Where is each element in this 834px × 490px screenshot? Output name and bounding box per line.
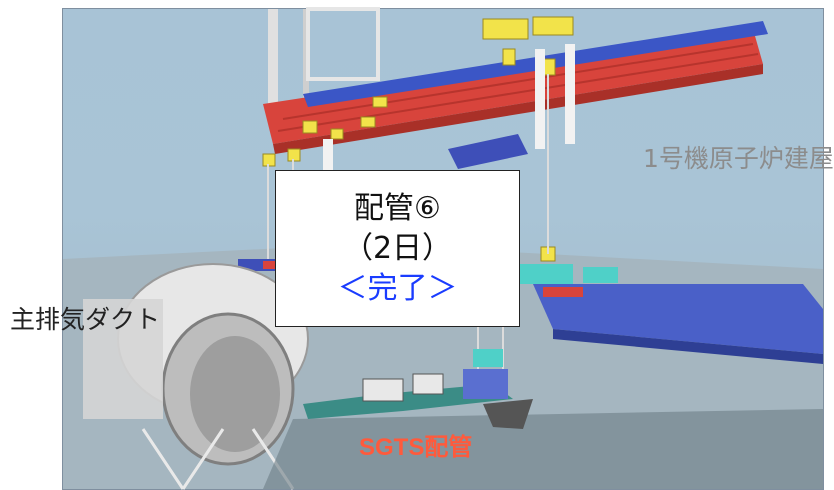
sgts-pipe bbox=[303, 384, 513, 419]
hanger-column-2 bbox=[535, 49, 545, 149]
main-exhaust-duct-label: 主排気ダクト bbox=[10, 305, 161, 334]
callout-status: ＜完了＞ bbox=[337, 270, 458, 306]
duct-inner bbox=[190, 336, 280, 452]
pipe-support-2 bbox=[412, 373, 444, 395]
crane-beam-stripes bbox=[277, 43, 759, 132]
cyan-block bbox=[518, 264, 573, 284]
pipe-segment-dark bbox=[483, 399, 533, 429]
scene-graphics bbox=[63, 7, 823, 490]
callout-title: 配管⑥ bbox=[354, 190, 441, 226]
red-block bbox=[543, 287, 583, 297]
callout-duration: （2日） bbox=[342, 230, 453, 266]
blue-girder bbox=[533, 284, 823, 354]
cyan-block-2 bbox=[583, 267, 618, 283]
floor-slab bbox=[263, 409, 823, 489]
pipe-lifting-frame-top bbox=[473, 349, 503, 367]
construction-3d-rendering: 1号機原子炉建屋 SGTS配管 bbox=[62, 7, 834, 490]
crane-truss bbox=[306, 7, 380, 81]
blue-frame bbox=[448, 134, 528, 169]
sgts-pipe-label: SGTS配管 bbox=[359, 434, 473, 461]
duct-support bbox=[83, 299, 163, 419]
blue-girder-side bbox=[553, 329, 823, 364]
crane-beam-shadow bbox=[273, 64, 763, 154]
pipe-support-1 bbox=[362, 378, 404, 402]
hanger-column-3 bbox=[565, 44, 575, 144]
piping-callout-box: 配管⑥ （2日） ＜完了＞ bbox=[275, 170, 520, 327]
reactor-building-label: 1号機原子炉建屋 bbox=[643, 144, 834, 173]
crane-column-left bbox=[268, 9, 278, 119]
pipe-lifting-frame bbox=[463, 369, 508, 399]
crane-beam bbox=[263, 29, 763, 144]
